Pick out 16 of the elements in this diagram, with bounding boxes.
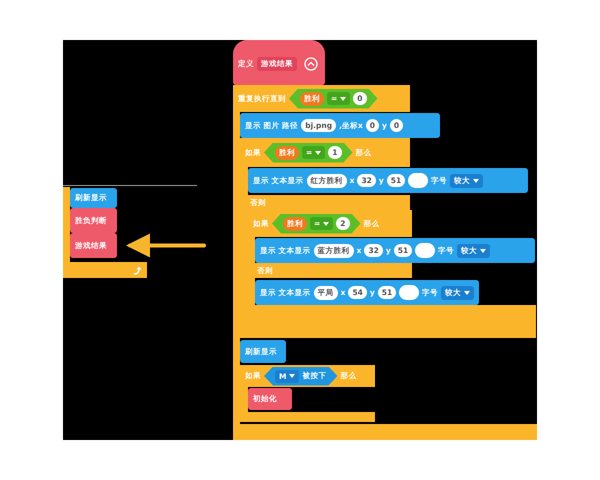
control-block (240, 365, 375, 422)
command-block (70, 233, 117, 258)
command-block (70, 208, 117, 233)
loop-block (63, 187, 147, 278)
command-block (240, 340, 286, 363)
command-block (255, 238, 535, 263)
control-block (240, 138, 536, 338)
command-block (70, 188, 117, 208)
command-block (255, 280, 479, 305)
command-block (240, 113, 440, 138)
arrow (126, 234, 206, 258)
control-block (233, 85, 537, 440)
control-block (248, 210, 536, 322)
command-block (248, 168, 528, 193)
define-hat-block (233, 40, 325, 85)
command-block (248, 388, 292, 410)
